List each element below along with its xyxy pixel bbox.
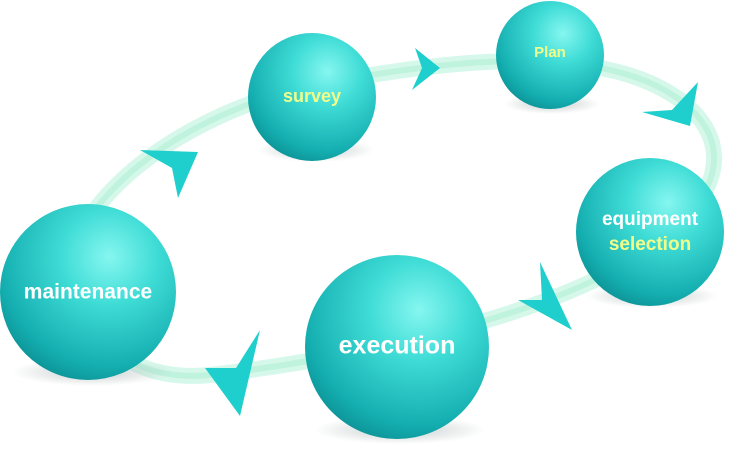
node-maintenance: maintenance: [0, 204, 176, 386]
arrow-head-to-equipment: [642, 82, 698, 126]
arrow-head-to-plan: [412, 48, 440, 90]
arrow-head-to-survey: [140, 150, 198, 198]
node-survey-label: survey: [283, 86, 341, 106]
node-equipment-label-line1: equipment: [602, 209, 699, 230]
arrow-head-to-maintenance: [205, 330, 260, 416]
node-plan-label: Plan: [534, 44, 566, 61]
arrow-head-to-execution: [518, 262, 572, 330]
node-equipment-selection: equipment selection: [576, 158, 724, 308]
node-plan: Plan: [496, 1, 604, 114]
node-execution: execution: [305, 255, 489, 444]
node-survey: survey: [248, 33, 376, 162]
node-equipment-label-line2: selection: [609, 234, 691, 255]
node-maintenance-label: maintenance: [24, 281, 152, 304]
node-execution-label: execution: [339, 332, 456, 360]
